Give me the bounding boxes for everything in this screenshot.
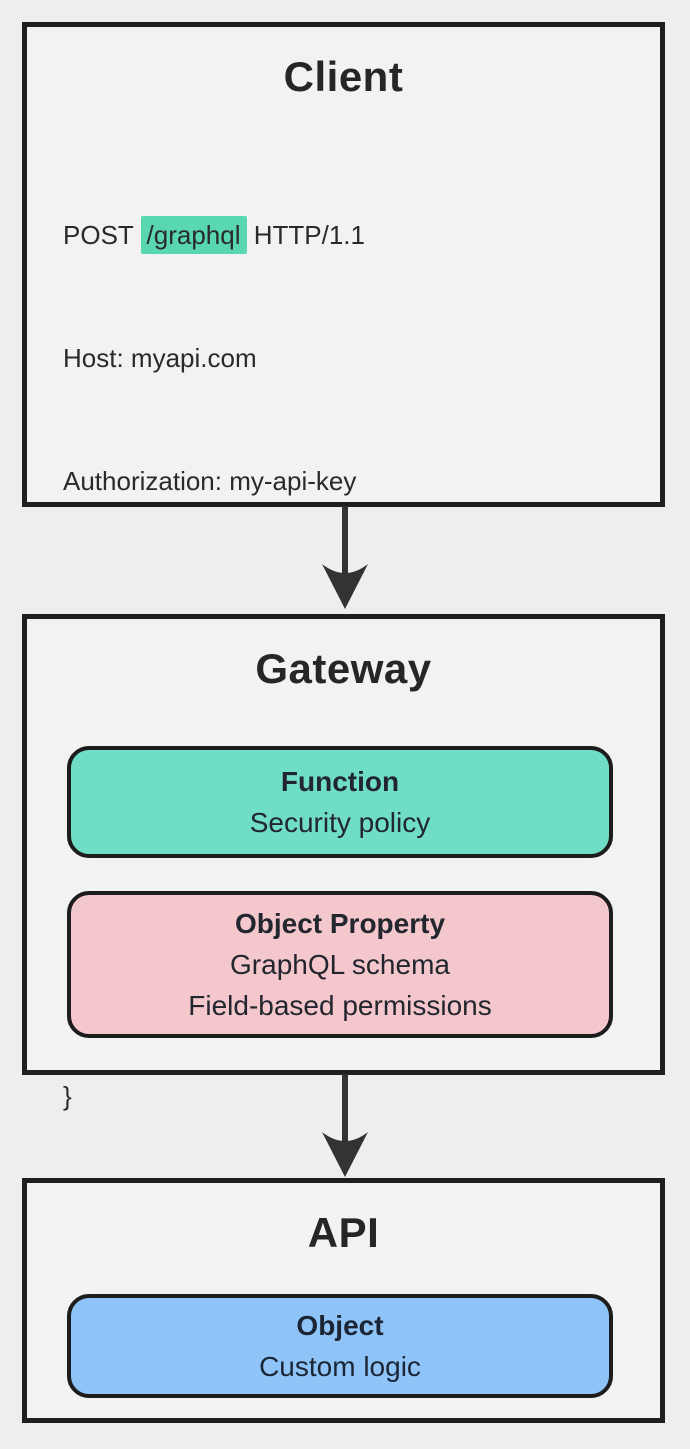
gateway-title: Gateway — [255, 645, 432, 692]
object-card-title: Object — [296, 1310, 384, 1341]
function-card-title: Function — [280, 766, 400, 797]
down-arrow-icon — [322, 1074, 368, 1177]
client-title: Client — [283, 53, 404, 100]
object-property-card-line1: GraphQL schema — [230, 949, 450, 980]
graphql-path-highlight: /graphql — [140, 216, 247, 254]
object-property-card: Object Property GraphQL schema Field-bas… — [67, 891, 613, 1038]
http-protocol: HTTP/1.1 — [246, 220, 365, 250]
object-card-subtitle: Custom logic — [259, 1351, 421, 1382]
object-property-card-line2: Field-based permissions — [188, 990, 492, 1021]
api-title: API — [307, 1209, 380, 1256]
http-method: POST — [63, 220, 141, 250]
down-arrow-icon — [322, 506, 368, 609]
gateway-box: Gateway Function Security policy Object … — [22, 614, 665, 1075]
request-line: POST /graphql HTTP/1.1 — [63, 215, 660, 256]
function-card: Function Security policy — [67, 746, 613, 858]
api-box: API Object Custom logic — [22, 1178, 665, 1423]
object-property-card-title: Object Property — [234, 908, 446, 939]
client-box: Client POST /graphql HTTP/1.1 Host: myap… — [22, 22, 665, 1111]
host-header: Host: myapi.com — [63, 343, 257, 373]
function-card-subtitle: Security policy — [249, 807, 431, 838]
authorization-header: Authorization: my-api-key — [63, 466, 357, 496]
object-card: Object Custom logic — [67, 1294, 613, 1398]
json-close-brace: } — [63, 1081, 72, 1111]
